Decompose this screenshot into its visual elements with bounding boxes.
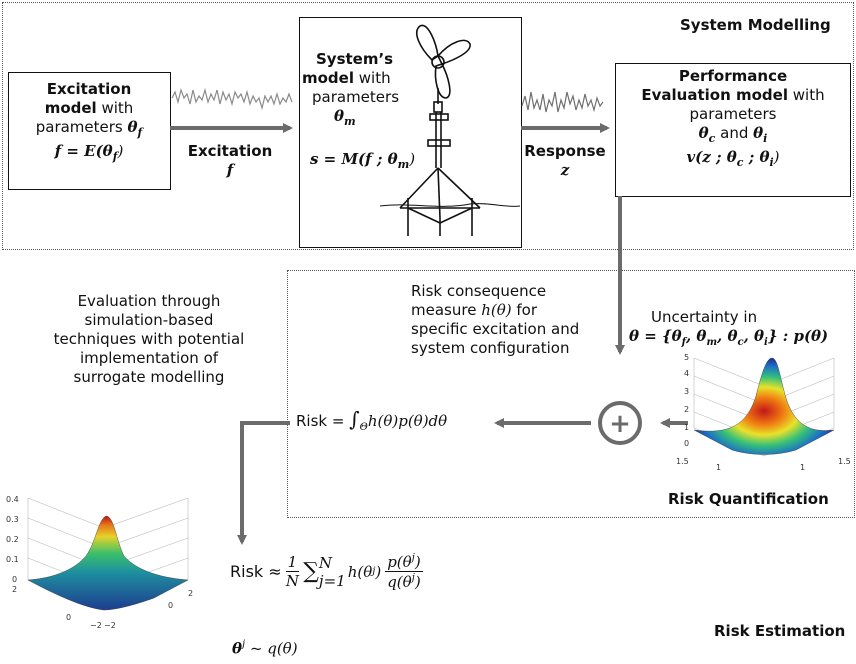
estimation-x-tick: 2 bbox=[188, 589, 193, 598]
performance-evaluation-box bbox=[615, 63, 851, 197]
system-model-title: System’s bbox=[316, 50, 394, 68]
system-model-line3: parameters bbox=[312, 88, 400, 106]
uncertainty-z-tick: 3 bbox=[684, 387, 689, 396]
estimation-x-tick: 0 bbox=[66, 613, 71, 622]
uncertainty-x-tick: 1 bbox=[716, 463, 721, 472]
performance-line3: parameters bbox=[689, 105, 777, 123]
wind-turbine-illustration bbox=[380, 24, 520, 236]
performance-evaluation-text: Performance Evaluation model with parame… bbox=[618, 67, 848, 172]
estimation-x-tick: 0 bbox=[168, 601, 173, 610]
estimation-x-tick: 2 bbox=[12, 585, 17, 594]
uncertainty-text: Uncertainty in θ = {θf, θm, θc, θi} : p(… bbox=[629, 308, 829, 348]
response-signal bbox=[521, 91, 604, 113]
response-arrow-label: Response z bbox=[524, 142, 606, 179]
estimation-z-tick: 0.1 bbox=[6, 555, 19, 564]
system-modelling-label: System Modelling bbox=[680, 16, 831, 34]
system-model-equation: s = M(f ; θm) bbox=[310, 150, 416, 171]
performance-equation: v(z ; θc ; θi) bbox=[686, 148, 780, 169]
estimation-z-tick: 0 bbox=[12, 575, 17, 584]
performance-title: Performance bbox=[678, 67, 788, 85]
uncertainty-z-tick: 5 bbox=[684, 353, 689, 362]
uncertainty-x-tick: 1.5 bbox=[676, 457, 689, 466]
system-model-line2: model with bbox=[302, 69, 391, 87]
performance-params: θc and θi bbox=[698, 124, 768, 145]
uncertainty-z-tick: 4 bbox=[684, 369, 689, 378]
uncertainty-density-plot: 5 4 3 2 1 0 1.5 1 1 1.5 bbox=[676, 353, 851, 472]
uncertainty-z-tick: 0 bbox=[684, 439, 689, 448]
risk-quantification-label: Risk Quantification bbox=[668, 490, 829, 508]
estimation-z-tick: 0.3 bbox=[6, 515, 19, 524]
excitation-model-text: Excitation model with parameters θf f = … bbox=[10, 80, 168, 166]
estimation-x-tick: −2 bbox=[104, 621, 116, 630]
plus-symbol: + bbox=[609, 409, 631, 439]
uncertainty-z-tick: 1 bbox=[684, 423, 689, 432]
evaluation-note: Evaluation through simulation-based tech… bbox=[53, 292, 245, 386]
estimation-density-plot: 0.40.30.20.10 20−2−202 bbox=[6, 495, 193, 630]
risk-quantification-region bbox=[287, 270, 855, 518]
estimation-x-tick: −2 bbox=[90, 621, 102, 630]
excitation-line3: parameters θf bbox=[35, 118, 143, 139]
uncertainty-x-tick: 1.5 bbox=[838, 457, 851, 466]
sum-node bbox=[598, 401, 642, 445]
excitation-arrow-label: Excitation f bbox=[187, 142, 273, 179]
estimation-z-tick: 0.4 bbox=[6, 495, 19, 504]
sampling-formula: θj ~ q(θ) bbox=[232, 639, 298, 658]
system-modelling-region bbox=[2, 2, 854, 250]
uncertainty-z-tick: 2 bbox=[684, 405, 689, 414]
estimation-z-tick: 0.2 bbox=[6, 535, 19, 544]
uncertainty-x-tick: 1 bbox=[800, 463, 805, 472]
risk-estimation-label: Risk Estimation bbox=[714, 622, 846, 640]
risk-integral-formula: Risk = ∫Θh(θ)p(θ)dθ bbox=[296, 407, 448, 433]
excitation-title: Excitation bbox=[46, 80, 132, 98]
system-model-theta: θm bbox=[334, 107, 356, 128]
excitation-signal bbox=[171, 87, 293, 111]
risk-consequence-text: Risk consequence measure h(θ) for specif… bbox=[411, 282, 580, 357]
performance-line2: Evaluation model with bbox=[641, 86, 825, 104]
excitation-equation: f = E(θf) bbox=[54, 142, 124, 163]
excitation-model-box bbox=[8, 72, 171, 190]
excitation-line2: model with bbox=[44, 99, 134, 117]
system-model-text: System’s model with parameters θm bbox=[302, 50, 422, 131]
